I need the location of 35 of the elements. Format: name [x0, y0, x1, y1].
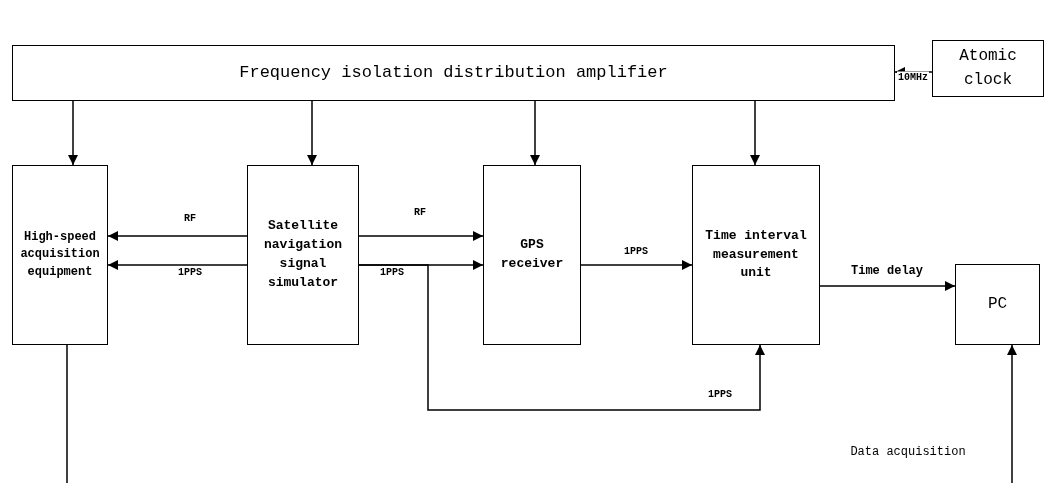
node-label: Time interval measurement unit: [704, 226, 808, 283]
edge-label: 1PPS: [623, 245, 649, 257]
process-box: [483, 165, 581, 345]
arrow: [1007, 344, 1017, 483]
edge-label: RF: [183, 212, 197, 224]
arrow: [358, 231, 484, 241]
arrow: [107, 260, 248, 270]
node-label: PC: [986, 293, 1009, 315]
process-box: [692, 165, 820, 345]
edge-label: 1PPS: [707, 388, 733, 400]
node-label: Satellite navigation signal simulator: [263, 217, 343, 292]
arrow: [580, 260, 693, 270]
node-label: High-speed acquisition equipment: [19, 228, 101, 281]
process-box: [12, 45, 895, 101]
edge-label: RF: [413, 206, 427, 218]
arrow: [107, 231, 248, 241]
arrow: [307, 100, 317, 166]
arrow: [68, 100, 78, 166]
arrow: [819, 281, 956, 291]
arrow: [358, 264, 765, 411]
process-box: [12, 165, 108, 345]
node-label: Frequency isolation distribution amplifier: [238, 61, 669, 84]
arrow: [530, 100, 540, 166]
connector-line: [66, 344, 68, 483]
process-box: [955, 264, 1040, 345]
edge-label: Time delay: [850, 265, 924, 279]
process-box: [247, 165, 359, 345]
node-label: Atomic clock: [958, 46, 1018, 91]
node-label: GPS receiver: [499, 236, 565, 273]
process-box: [932, 40, 1044, 97]
edge-label: 1PPS: [379, 266, 405, 278]
arrow: [750, 100, 760, 166]
edge-label: 10MHz: [897, 71, 929, 83]
edge-label: 1PPS: [177, 266, 203, 278]
edge-label: Data acquisition: [849, 446, 967, 460]
